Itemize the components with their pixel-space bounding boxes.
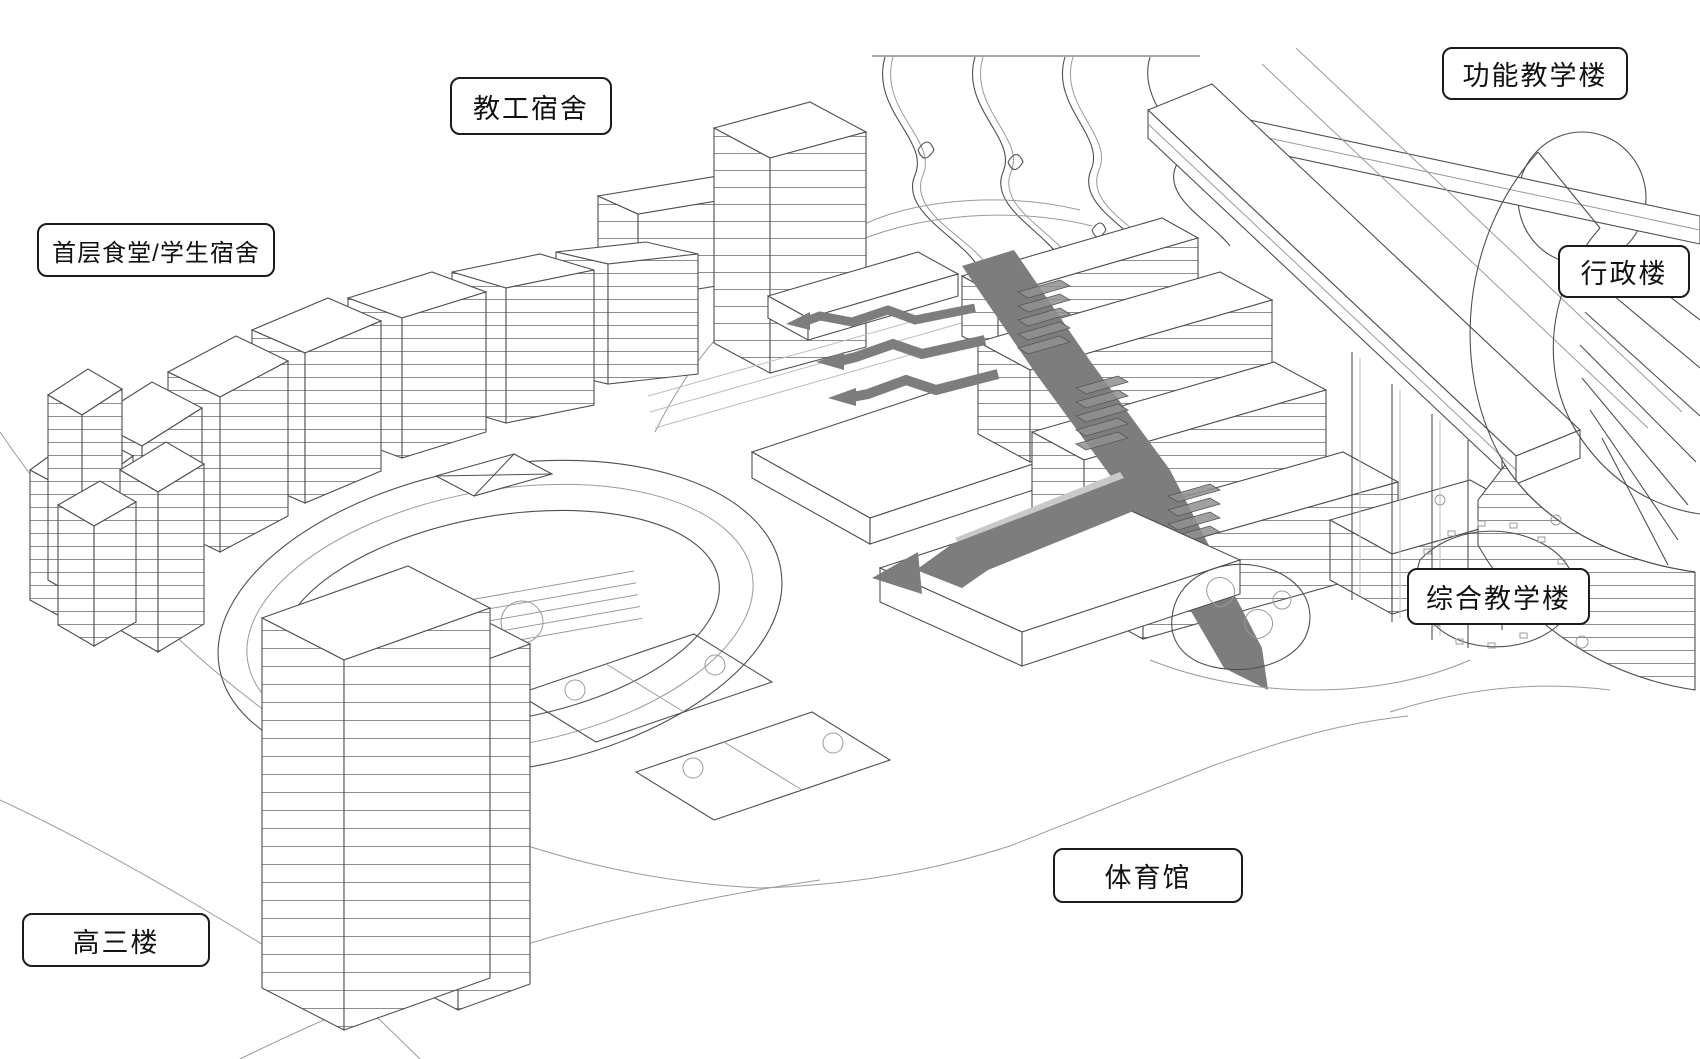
label-functional-teaching-building: 功能教学楼 (1442, 47, 1628, 100)
senior-three-building-towers (260, 565, 532, 1031)
label-administration-building: 行政楼 (1558, 245, 1690, 298)
basketball-courts (500, 600, 892, 821)
label-senior-three-building: 高三楼 (22, 913, 210, 967)
stair-stacks (1017, 279, 1221, 545)
wavy-canopy-roofs (835, 55, 1231, 263)
dormitory-crescent (28, 241, 699, 653)
label-gymnasium: 体育馆 (1053, 848, 1243, 903)
plaza-paving (647, 307, 966, 429)
gymnasium-lower-slab (872, 472, 1242, 667)
label-staff-dormitory: 教工宿舍 (450, 77, 612, 135)
label-comprehensive-teaching-building: 综合教学楼 (1407, 568, 1590, 625)
label-ground-floor-canteen-student-dormitory: 首层食堂/学生宿舍 (37, 223, 275, 277)
